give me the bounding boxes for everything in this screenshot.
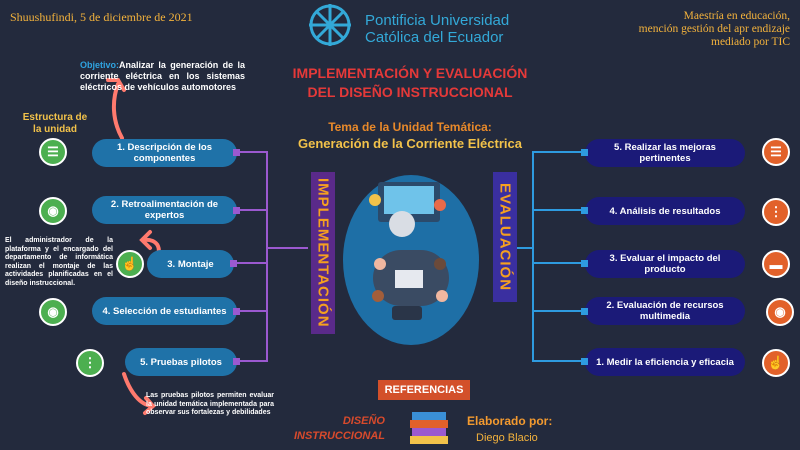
references-button[interactable]: REFERENCIAS: [378, 380, 470, 400]
evaluation-step-5[interactable]: 5. Realizar las mejoras pertinentes: [585, 139, 745, 167]
chat-icon[interactable]: ▬: [762, 250, 790, 278]
evaluation-step-3[interactable]: 3. Evaluar el impacto del producto: [585, 250, 745, 278]
made-by-label: Elaborado por:: [467, 414, 553, 428]
eye-icon[interactable]: ◉: [39, 298, 67, 326]
connector-node: [233, 308, 240, 315]
implementation-label: IMPLEMENTACIÓN: [311, 172, 335, 334]
page-title: IMPLEMENTACIÓN Y EVALUACIÓN DEL DISEÑO I…: [270, 64, 550, 102]
design-label-line-1: DISEÑO: [342, 415, 385, 427]
eye-icon[interactable]: ◉: [39, 197, 67, 225]
connector-node: [581, 308, 588, 315]
connector-node: [581, 207, 588, 214]
eye-icon[interactable]: ◉: [766, 298, 794, 326]
connector-node: [233, 358, 240, 365]
program-name: Maestría en educación, mención gestión d…: [550, 10, 790, 49]
administrator-note: El administrador de la plataforma y el e…: [5, 237, 113, 287]
title-line-2: DEL DISEÑO INSTRUCCIONAL: [307, 84, 513, 100]
structure-note: Estructura de la unidad: [22, 112, 88, 135]
program-line-3: mediado por TIC: [711, 36, 790, 48]
connector-node: [581, 260, 588, 267]
dots-vertical-icon[interactable]: ⋮: [762, 198, 790, 226]
university-name-line-2: Católica del Ecuador: [365, 29, 504, 46]
connector-node: [233, 207, 240, 214]
program-line-1: Maestría en educación,: [683, 10, 790, 22]
design-label-line-2: INSTRUCCIONAL: [293, 430, 385, 442]
objective-text: Analizar la generación de la corriente e…: [80, 60, 245, 92]
list-icon[interactable]: ☰: [762, 138, 790, 166]
implementation-step-2[interactable]: 2. Retroalimentación de expertos: [92, 196, 237, 224]
hand-pointer-icon[interactable]: ☝: [116, 250, 144, 278]
pilot-tests-note: Las pruebas pilotos permiten evaluar la …: [146, 392, 274, 417]
objective-note: Objetivo:Analizar la generación de la co…: [80, 60, 245, 93]
date-text: Shuushufindi, 5 de diciembre de 2021: [10, 10, 193, 24]
evaluation-label: EVALUACIÓN: [493, 172, 517, 302]
implementation-step-5[interactable]: 5. Pruebas pilotos: [125, 348, 237, 376]
connector-node: [581, 358, 588, 365]
list-icon[interactable]: ☰: [39, 138, 67, 166]
program-line-2: mención gestión del apr endizaje: [638, 23, 790, 35]
title-line-1: IMPLEMENTACIÓN Y EVALUACIÓN: [292, 65, 528, 81]
evaluation-step-1[interactable]: 1. Medir la eficiencia y eficacia: [585, 348, 745, 376]
objective-label: Objetivo:: [80, 60, 120, 70]
implementation-step-4[interactable]: 4. Selección de estudiantes: [92, 297, 237, 325]
implementation-step-1[interactable]: 1. Descripción de los componentes: [92, 139, 237, 167]
evaluation-step-2[interactable]: 2. Evaluación de recursos multimedia: [585, 297, 745, 325]
connector-node: [230, 260, 237, 267]
connector-node: [233, 149, 240, 156]
topic-heading: Tema de la Unidad Temática:: [328, 120, 492, 134]
connector-node: [581, 149, 588, 156]
university-name-line-1: Pontificia Universidad: [365, 12, 510, 29]
hand-pointer-icon[interactable]: ☝: [762, 349, 790, 377]
implementation-step-3[interactable]: 3. Montaje: [147, 250, 234, 278]
author-name: Diego Blacio: [476, 432, 538, 444]
topic-title: Generación de la Corriente Eléctrica: [298, 136, 522, 151]
evaluation-step-4[interactable]: 4. Análisis de resultados: [585, 197, 745, 225]
dots-vertical-icon[interactable]: ⋮: [76, 349, 104, 377]
